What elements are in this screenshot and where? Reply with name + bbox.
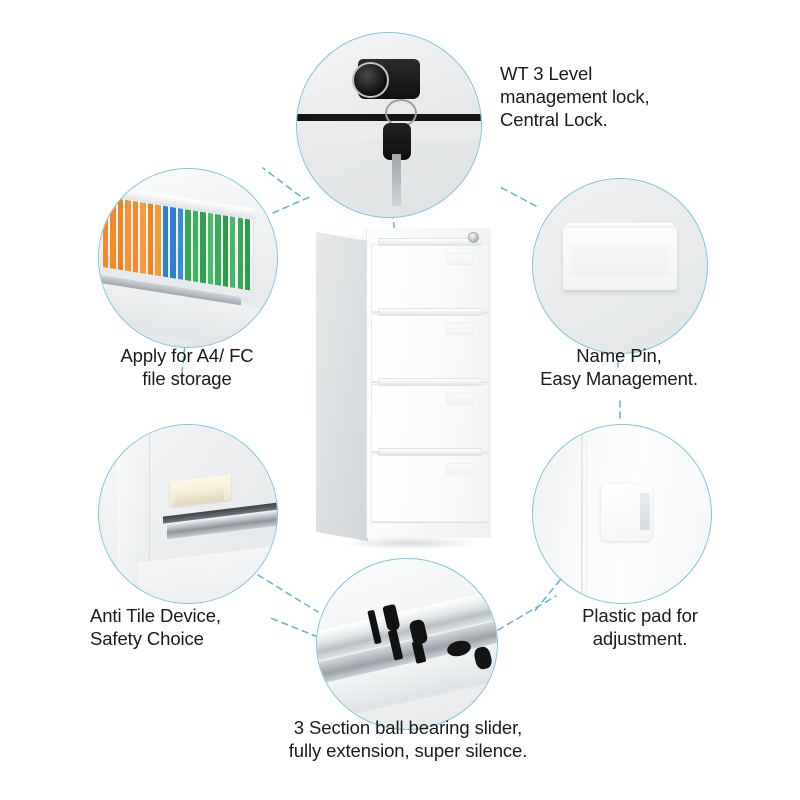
folder-tab <box>222 215 228 288</box>
folder-tab <box>207 212 213 285</box>
drawer-3 <box>371 378 489 452</box>
folder-tab <box>132 201 138 274</box>
feature-caption-lock: WT 3 Level management lock, Central Lock… <box>500 63 650 130</box>
lock-with-keys-icon <box>297 33 481 217</box>
hanging-file-folders-icon <box>99 169 277 347</box>
folder-tab <box>102 196 108 269</box>
drawer-nameplate <box>446 253 474 265</box>
feature-caption-file-storage: Apply for A4/ FC file storage <box>120 345 254 389</box>
cabinet-shadow <box>340 536 480 550</box>
product-image-filing-cabinet <box>316 218 492 554</box>
folder-tab <box>110 197 116 270</box>
feature-photo-file-storage <box>98 168 278 348</box>
feature-caption-slider: 3 Section ball bearing slider, fully ext… <box>288 717 528 761</box>
folder-tab <box>147 203 153 276</box>
drawer-handle <box>378 238 482 246</box>
feature-photo-anti-tilt <box>98 424 278 604</box>
drawer-nameplate <box>446 393 474 405</box>
feature-caption-anti-tilt: Anti Tile Device, Safety Choice <box>90 605 221 649</box>
drawer-1 <box>371 238 489 312</box>
drawer-nameplate <box>446 323 474 335</box>
folder-tab <box>184 209 191 282</box>
drawer-handle <box>378 448 482 456</box>
folder-tab <box>199 211 206 284</box>
folder-tab <box>177 208 183 281</box>
feature-photo-name-pin <box>532 178 708 354</box>
folder-tab <box>214 214 221 287</box>
folder-tab <box>139 202 146 275</box>
drawer-2 <box>371 308 489 382</box>
drawer-4 <box>371 448 489 522</box>
anti-tilt-device-icon <box>99 425 277 603</box>
drawer-handle <box>378 378 482 386</box>
drawer-handle <box>378 308 482 316</box>
folder-tab <box>162 205 168 278</box>
feature-caption-name-pin: Name Pin, Easy Management. <box>540 345 698 389</box>
folder-tab <box>117 198 123 271</box>
cabinet-lock-icon <box>468 232 479 243</box>
cabinet-side-panel <box>316 232 368 542</box>
folder-tab <box>169 206 176 280</box>
folder-tab <box>244 218 250 291</box>
name-plate-holder-icon <box>533 179 707 353</box>
feature-photo-slider <box>316 558 498 730</box>
feature-caption-plastic-pad: Plastic pad for adjustment. <box>582 605 698 649</box>
feature-photo-plastic-pad <box>532 424 712 604</box>
ball-bearing-slide-rail-icon <box>317 559 497 729</box>
cabinet-front-face <box>366 228 491 538</box>
plastic-adjustment-pad-icon <box>533 425 711 603</box>
folder-tab <box>154 204 161 277</box>
drawer-nameplate <box>446 463 474 475</box>
folder-tab <box>237 217 243 290</box>
folder-tab <box>124 199 131 272</box>
feature-photo-lock <box>296 32 482 218</box>
folder-tab <box>229 216 235 289</box>
folder-tab <box>192 210 198 283</box>
